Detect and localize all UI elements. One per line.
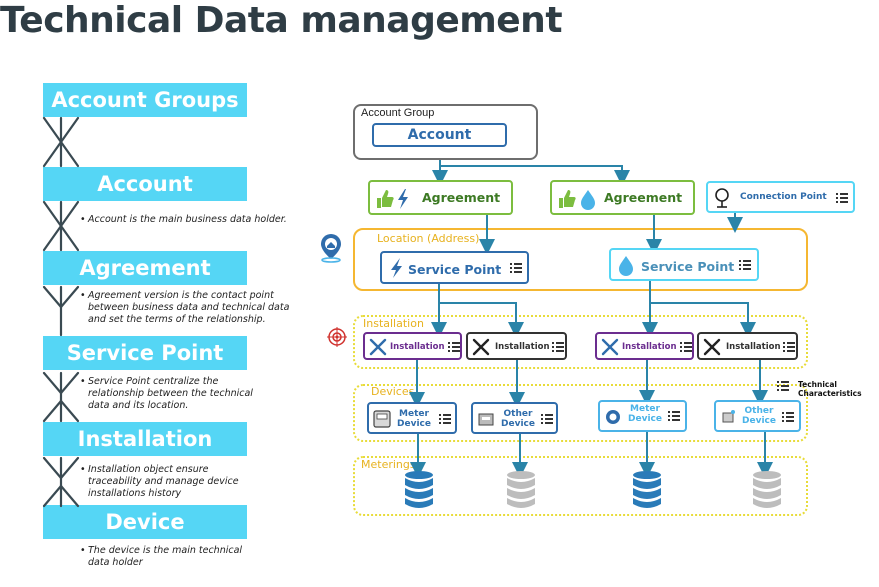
account-node: Account [372, 123, 507, 147]
tools-icon [601, 338, 619, 356]
meter-icon [373, 410, 391, 428]
lightning-icon [391, 258, 402, 278]
list-icon [782, 412, 794, 422]
list-icon [439, 414, 451, 424]
list-icon [777, 381, 789, 391]
list-icon [552, 342, 564, 352]
database-icon [633, 471, 661, 508]
service-point-water-label: Service Point [641, 259, 735, 274]
thumbs-up-electric-icon [377, 189, 408, 209]
installation-node-4: Installation [697, 332, 798, 360]
installation-label: Installation [495, 342, 550, 352]
agreement-water-label: Agreement [604, 190, 683, 205]
level-device: Device [43, 505, 247, 539]
target-icon [327, 327, 347, 347]
level-account: Account [43, 167, 247, 201]
list-icon [680, 342, 692, 352]
database-icon [405, 471, 433, 508]
level-agreement: Agreement [43, 251, 247, 285]
level-account-groups: Account Groups [43, 83, 247, 117]
list-icon [510, 263, 522, 273]
service-point-electric-label: Service Point [408, 262, 502, 277]
account-group-label: Account Group [361, 107, 435, 119]
list-icon [783, 342, 795, 352]
other-device-icon [478, 413, 494, 426]
page-title: Technical Data management [0, 0, 563, 41]
thumbs-up-water-icon [559, 190, 595, 210]
location-pin-icon [321, 234, 341, 263]
list-icon [668, 411, 680, 421]
level-service-point: Service Point [43, 336, 247, 370]
installation-node-3: Installation [595, 332, 694, 360]
installation-label: Installation [726, 342, 781, 352]
installation-node-1: Installation [363, 332, 462, 360]
note-agreement: Agreement version is the contact point b… [80, 290, 305, 326]
water-drop-icon [619, 256, 633, 276]
tools-icon [703, 338, 721, 356]
tools-icon [369, 338, 387, 356]
one-to-many-connector-1 [42, 285, 80, 337]
agreement-electric-node: Agreement [368, 180, 513, 215]
connection-point-node: Connection Point [706, 181, 855, 213]
connection-point-icon [715, 188, 729, 208]
service-point-electric-node: Service Point [380, 251, 529, 284]
installation-zone-label: Installation [363, 317, 424, 330]
other-water-device-icon [722, 410, 735, 423]
list-icon [739, 260, 751, 270]
installation-node-2: Installation [466, 332, 567, 360]
tools-icon [472, 338, 490, 356]
many-to-many-connector-2 [42, 200, 80, 252]
note-installation: Installation object ensure traceability … [80, 464, 250, 500]
list-icon [541, 414, 553, 424]
note-device: The device is the main technical data ho… [80, 545, 250, 569]
installation-zone [353, 315, 808, 369]
note-service-point: Service Point centralize the relationshi… [80, 376, 265, 412]
devices-zone-label: Devices [371, 385, 415, 398]
database-icon [753, 471, 781, 508]
connection-point-label: Connection Point [740, 192, 827, 202]
note-account: Account is the main business data holder… [80, 214, 305, 226]
service-point-water-node: Service Point [609, 248, 759, 281]
level-installation: Installation [43, 422, 247, 456]
installation-label: Installation [390, 342, 445, 352]
database-icon [507, 471, 535, 508]
many-to-many-connector-1 [42, 116, 80, 168]
agreement-water-node: Agreement [550, 180, 695, 215]
devices-zone [353, 384, 808, 442]
meterings-zone-label: Meterings [361, 458, 416, 471]
agreement-electric-label: Agreement [422, 190, 501, 205]
one-to-many-connector-2 [42, 371, 80, 423]
installation-label: Installation [622, 342, 677, 352]
meterings-zone [353, 456, 808, 516]
location-zone-label: Location (Address) [377, 232, 480, 245]
list-icon [448, 342, 460, 352]
list-icon [836, 193, 848, 203]
water-meter-icon [606, 410, 620, 424]
cardinality-connectors [42, 116, 80, 508]
one-to-many-connector-3 [42, 456, 80, 508]
